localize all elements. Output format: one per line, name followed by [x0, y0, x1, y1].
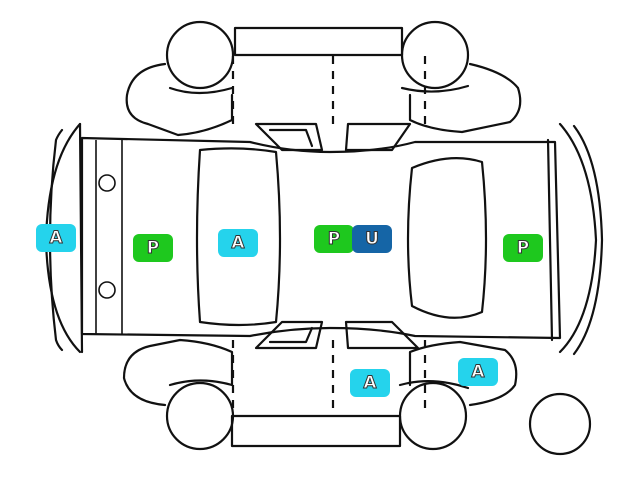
marker-right-rear-fender[interactable]: A	[458, 358, 498, 386]
marker-code: U	[365, 228, 380, 249]
marker-code: A	[231, 232, 245, 253]
marker-code: P	[516, 237, 530, 258]
marker-trunk[interactable]: P	[503, 234, 543, 262]
spare-wheel	[528, 392, 592, 456]
marker-windshield[interactable]: A	[218, 229, 258, 257]
left-rear-wheel	[400, 20, 470, 90]
marker-code: A	[471, 361, 485, 382]
marker-roof-2[interactable]: U	[352, 225, 392, 253]
marker-right-rear-door[interactable]: A	[350, 369, 390, 397]
left-front-wheel	[165, 20, 235, 90]
right-rear-wheel	[398, 381, 468, 451]
marker-roof-1[interactable]: P	[314, 225, 354, 253]
marker-front-left-end[interactable]: A	[36, 224, 76, 252]
car-left-side-view	[125, 20, 522, 152]
marker-code: P	[327, 228, 341, 249]
marker-code: A	[49, 227, 63, 248]
marker-code: P	[146, 237, 160, 258]
right-front-wheel	[165, 381, 235, 451]
car-right-side-view	[122, 320, 592, 456]
marker-hood[interactable]: P	[133, 234, 173, 262]
car-top-view	[44, 122, 604, 356]
marker-code: A	[363, 372, 377, 393]
